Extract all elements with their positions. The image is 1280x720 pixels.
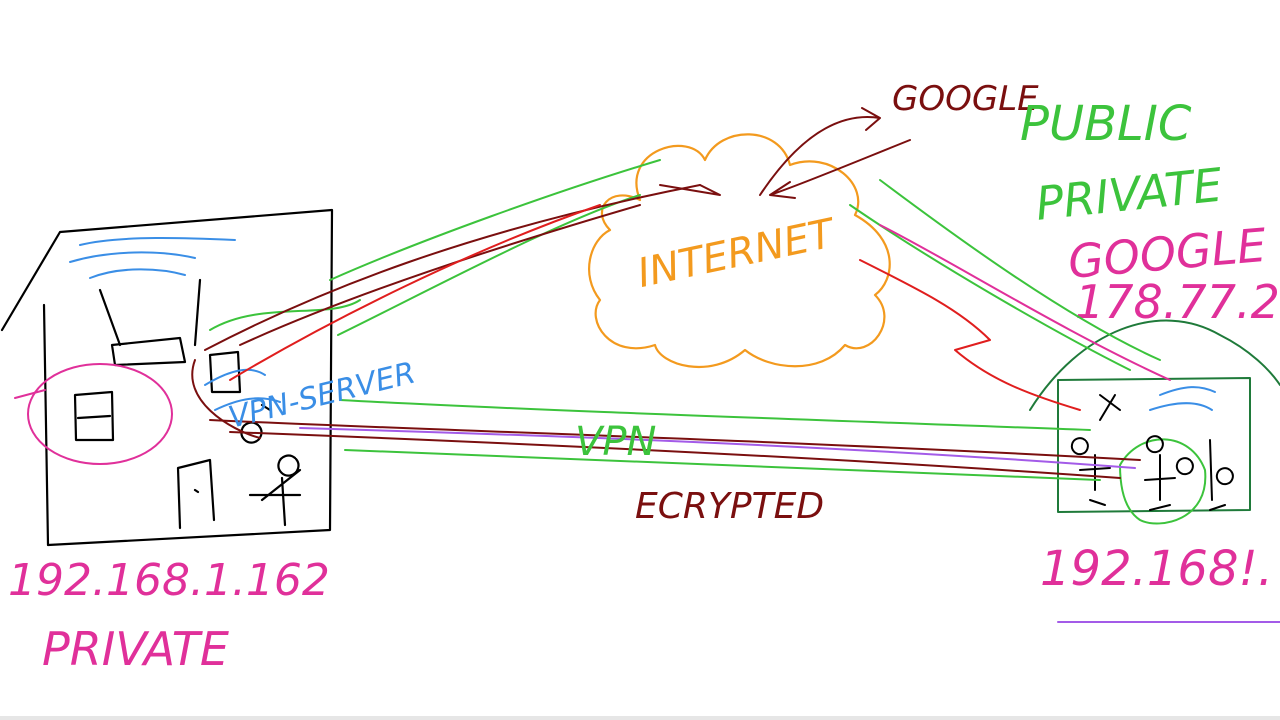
google-top-group: GOOGLE: [759, 79, 1039, 196]
google-top-label: GOOGLE: [892, 79, 1039, 119]
purple-vpn: [299, 427, 1136, 469]
google-ip-label: 178.77.2: [1075, 275, 1280, 329]
left-pink-stroke: [14, 389, 46, 399]
left-building-window: [73, 390, 115, 442]
pink-line-1: [879, 224, 1171, 381]
left-blue-scribbles: [69, 236, 281, 411]
darkred-line-1: [204, 184, 701, 351]
green-line-3: [209, 299, 361, 331]
vpn-label: VPN: [575, 419, 656, 465]
green-line-4: [879, 179, 1161, 361]
internet-label: INTERNET: [634, 210, 842, 297]
encrypted-label: ECRYPTED: [635, 486, 824, 527]
green-line-1: [329, 159, 661, 281]
right-ip-label: 192.168!.: [1040, 541, 1273, 597]
google-arrow: [759, 107, 881, 196]
darkred-vpn-2: [229, 431, 1121, 479]
public-label: PUBLIC: [1020, 96, 1192, 152]
darkred-vpn-1: [209, 419, 1141, 461]
left-person-sketch: [248, 454, 302, 527]
left-private-label: PRIVATE: [42, 622, 229, 676]
right-house: [1029, 319, 1280, 525]
pink-ellipse-left: [27, 363, 173, 465]
bottom-scrollbar-track: [0, 716, 1280, 720]
darkred-line-2: [239, 204, 641, 346]
connection-lines: [191, 139, 1280, 623]
right-people: [1070, 394, 1234, 511]
green-line-2: [337, 194, 641, 336]
internet-cloud: [588, 133, 891, 368]
darkred-from-google: [769, 139, 911, 199]
left-ip-label: 192.168.1.162: [8, 555, 330, 606]
private-top-label: PRIVATE: [1033, 158, 1225, 231]
left-building-door: [176, 458, 216, 530]
red-line-2: [859, 259, 1081, 411]
green-vpn-upper: [339, 399, 1091, 431]
green-vpn-lower: [344, 449, 1101, 481]
red-line-1: [229, 204, 601, 381]
darkred-loop: [191, 359, 261, 439]
vpn-server-label: VPN-SERVER: [225, 356, 419, 436]
darkred-arrow-in: [659, 184, 721, 196]
